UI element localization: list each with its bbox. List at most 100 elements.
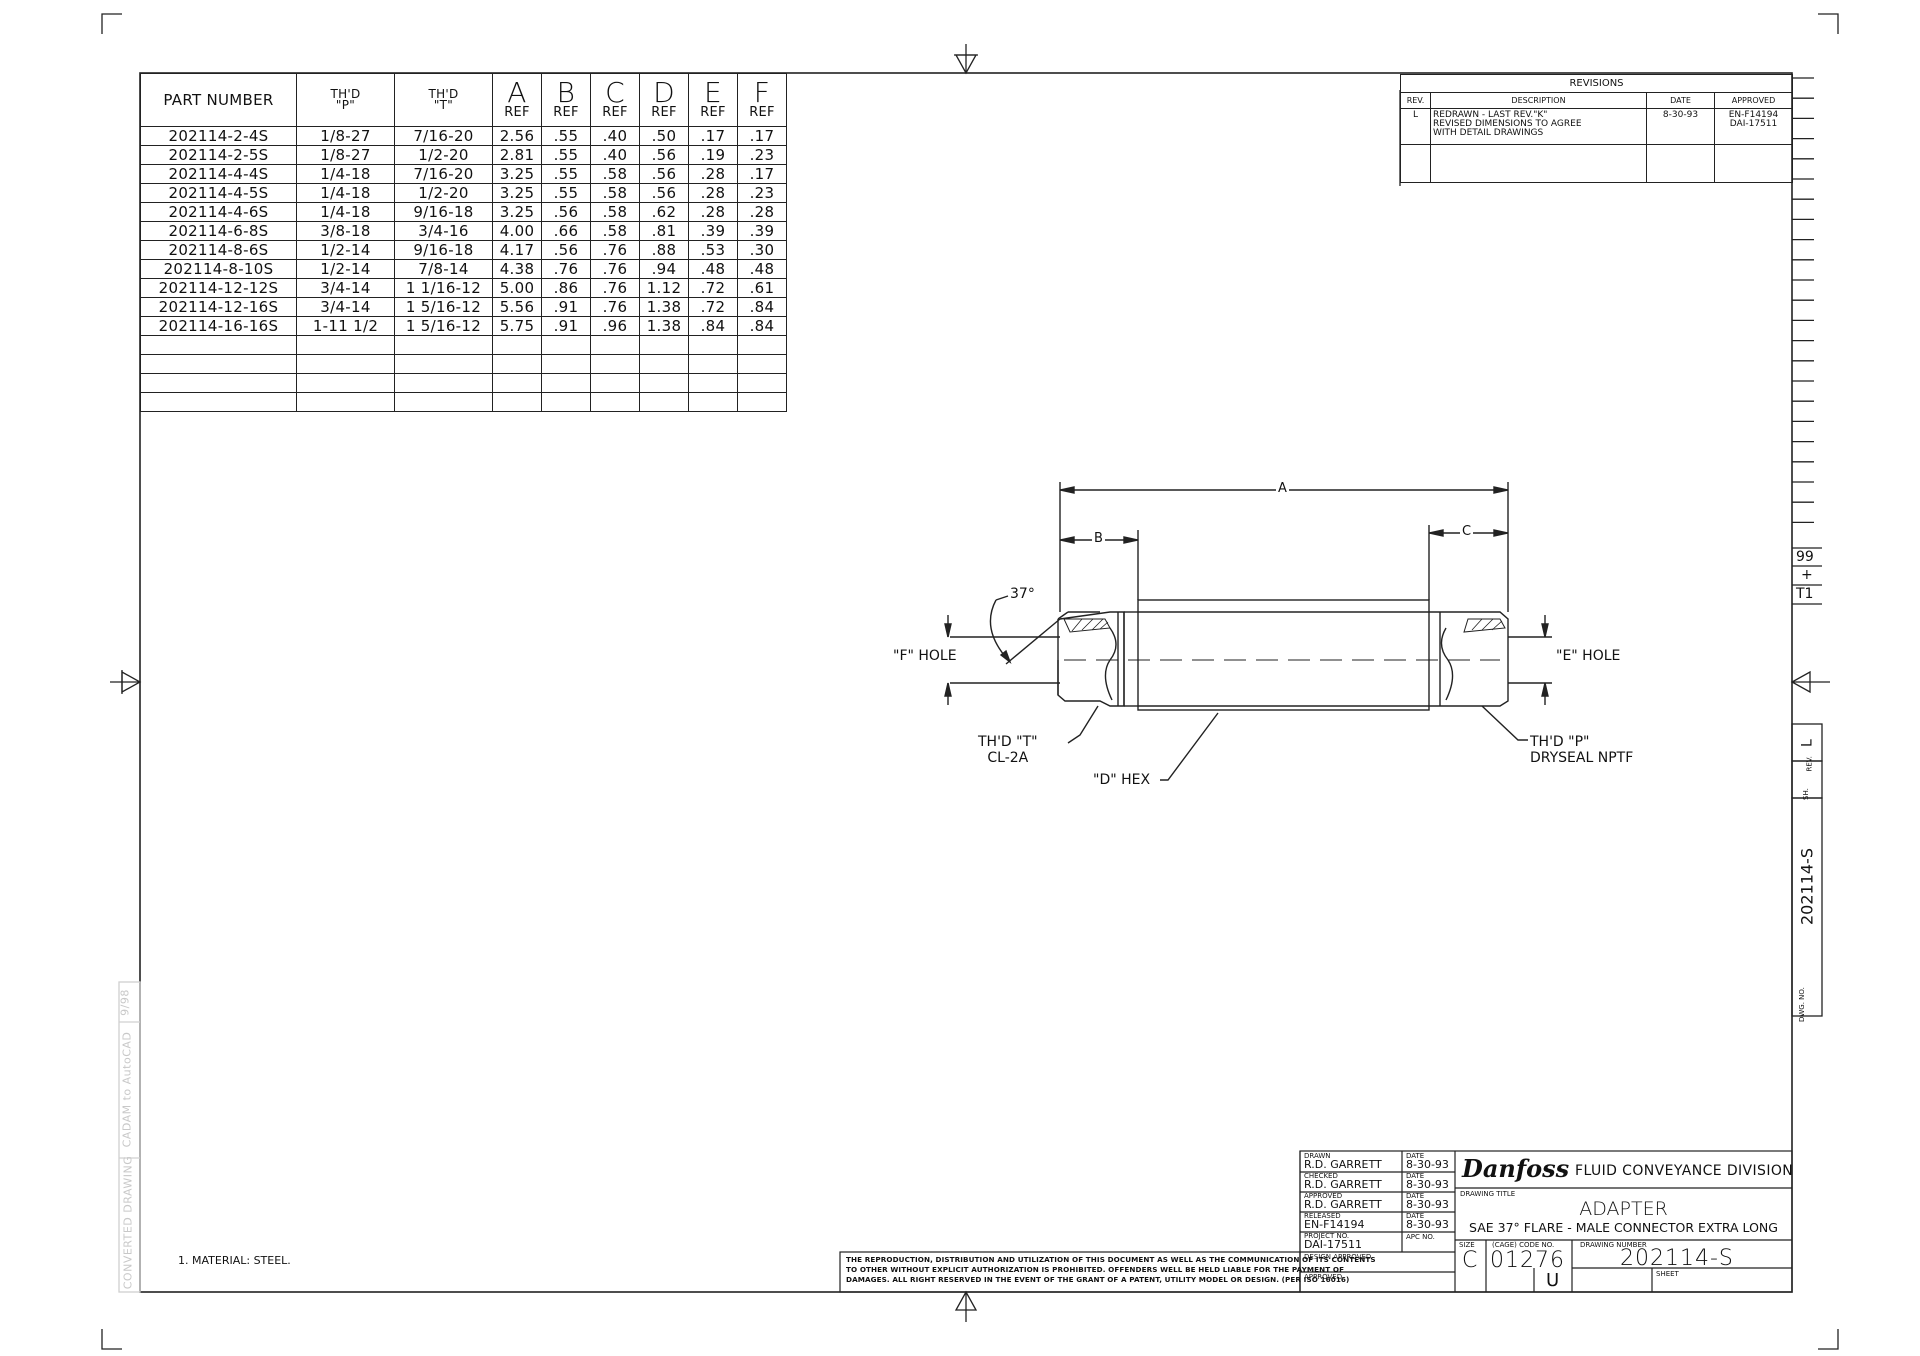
table-cell (590, 354, 640, 374)
rev-col-approved: APPROVED (1714, 92, 1793, 109)
rev-col-description: DESCRIPTION (1430, 92, 1647, 109)
header-part-number: PART NUMBER (140, 73, 297, 127)
center-arrow-bottom (954, 1290, 978, 1322)
rev-entry-date: 8-30-93 (1646, 108, 1715, 145)
tb-drawing-number-label: DRAWING NUMBER (1580, 1241, 1647, 1249)
table-cell (737, 335, 787, 355)
table-cell: .17 (737, 164, 787, 184)
table-cell: 1/2-14 (296, 240, 395, 260)
table-cell (296, 335, 395, 355)
tb-division: FLUID CONVEYANCE DIVISION (1575, 1163, 1794, 1179)
table-cell: .39 (688, 221, 738, 241)
table-cell: 1.38 (639, 316, 689, 336)
table-cell (541, 335, 591, 355)
table-cell: 202114-12-16S (140, 297, 297, 317)
table-cell: .91 (541, 297, 591, 317)
table-cell: .84 (737, 316, 787, 336)
table-cell (492, 373, 542, 393)
corner-mark-tr (1818, 13, 1839, 34)
d-hex-callout: "D" HEX (1093, 772, 1151, 788)
table-cell: .28 (688, 202, 738, 222)
table-cell (737, 373, 787, 393)
table-cell: .76 (590, 259, 640, 279)
table-cell: .56 (639, 145, 689, 165)
table-cell (639, 373, 689, 393)
table-cell: .39 (737, 221, 787, 241)
table-cell: 9/16-18 (394, 202, 493, 222)
table-cell: .55 (541, 164, 591, 184)
corner-mark-br (1818, 1329, 1839, 1350)
table-cell (590, 335, 640, 355)
table-cell: 1/4-18 (296, 202, 395, 222)
tb-apc: APC NO. (1406, 1233, 1435, 1241)
table-cell: .28 (688, 164, 738, 184)
table-cell: 5.56 (492, 297, 542, 317)
tb-cage-value: 01276 (1490, 1248, 1565, 1273)
table-cell: .61 (737, 278, 787, 298)
table-cell: 4.38 (492, 259, 542, 279)
table-cell: 1/8-27 (296, 126, 395, 146)
table-cell: 3.25 (492, 183, 542, 203)
table-cell: 1 5/16-12 (394, 316, 493, 336)
table-cell (688, 373, 738, 393)
table-cell (737, 392, 787, 412)
table-cell: 7/16-20 (394, 164, 493, 184)
table-cell: .72 (688, 297, 738, 317)
tb-drawing-number: 202114-S (1620, 1246, 1734, 1271)
side-label-plus: + (1801, 567, 1813, 583)
table-cell: 1-11 1/2 (296, 316, 395, 336)
table-cell: 4.17 (492, 240, 542, 260)
table-cell: .94 (639, 259, 689, 279)
table-row-blank (140, 354, 787, 374)
tb-released: RELEASED EN-F14194 (1304, 1212, 1365, 1231)
table-cell: 2.56 (492, 126, 542, 146)
title-block-lines (839, 1150, 1793, 1293)
table-cell: 3.25 (492, 164, 542, 184)
table-cell: .58 (590, 202, 640, 222)
table-row-blank (140, 335, 787, 355)
corner-mark-tl (101, 13, 122, 34)
table-cell: .66 (541, 221, 591, 241)
tb-drawn: DRAWN R.D. GARRETT (1304, 1152, 1382, 1171)
table-cell: .91 (541, 316, 591, 336)
table-cell (492, 392, 542, 412)
table-row-blank (140, 392, 787, 412)
table-cell: .56 (639, 183, 689, 203)
table-cell: .40 (590, 126, 640, 146)
tb-drawing-title-label: DRAWING TITLE (1460, 1190, 1516, 1198)
side-rev-value: L (1799, 739, 1816, 747)
table-cell (296, 354, 395, 374)
table-cell: 1 5/16-12 (394, 297, 493, 317)
danfoss-logo: Danfoss (1462, 1154, 1570, 1183)
center-arrow-top (954, 44, 978, 75)
table-cell: 3/4-14 (296, 297, 395, 317)
table-cell: .48 (688, 259, 738, 279)
table-cell: .56 (639, 164, 689, 184)
side-sh-label: SH. (1802, 788, 1810, 800)
rev-entry-approved: EN-F14194 DAI-17511 (1714, 108, 1793, 145)
table-cell: .84 (737, 297, 787, 317)
table-cell: .56 (541, 202, 591, 222)
table-cell (492, 335, 542, 355)
e-hole-label: "E" HOLE (1556, 648, 1621, 664)
side-dwg-label: DWG. NO. (1798, 987, 1806, 1022)
adapter-drawing (944, 482, 1552, 781)
tb-u-value: U (1546, 1270, 1560, 1291)
table-cell: 5.00 (492, 278, 542, 298)
table-cell: 202114-8-6S (140, 240, 297, 260)
disclaimer: THE REPRODUCTION, DISTRIBUTION AND UTILI… (846, 1255, 1376, 1284)
table-cell: 1.12 (639, 278, 689, 298)
table-cell: .56 (541, 240, 591, 260)
table-cell: .30 (737, 240, 787, 260)
table-cell: 202114-8-10S (140, 259, 297, 279)
table-cell (394, 354, 493, 374)
